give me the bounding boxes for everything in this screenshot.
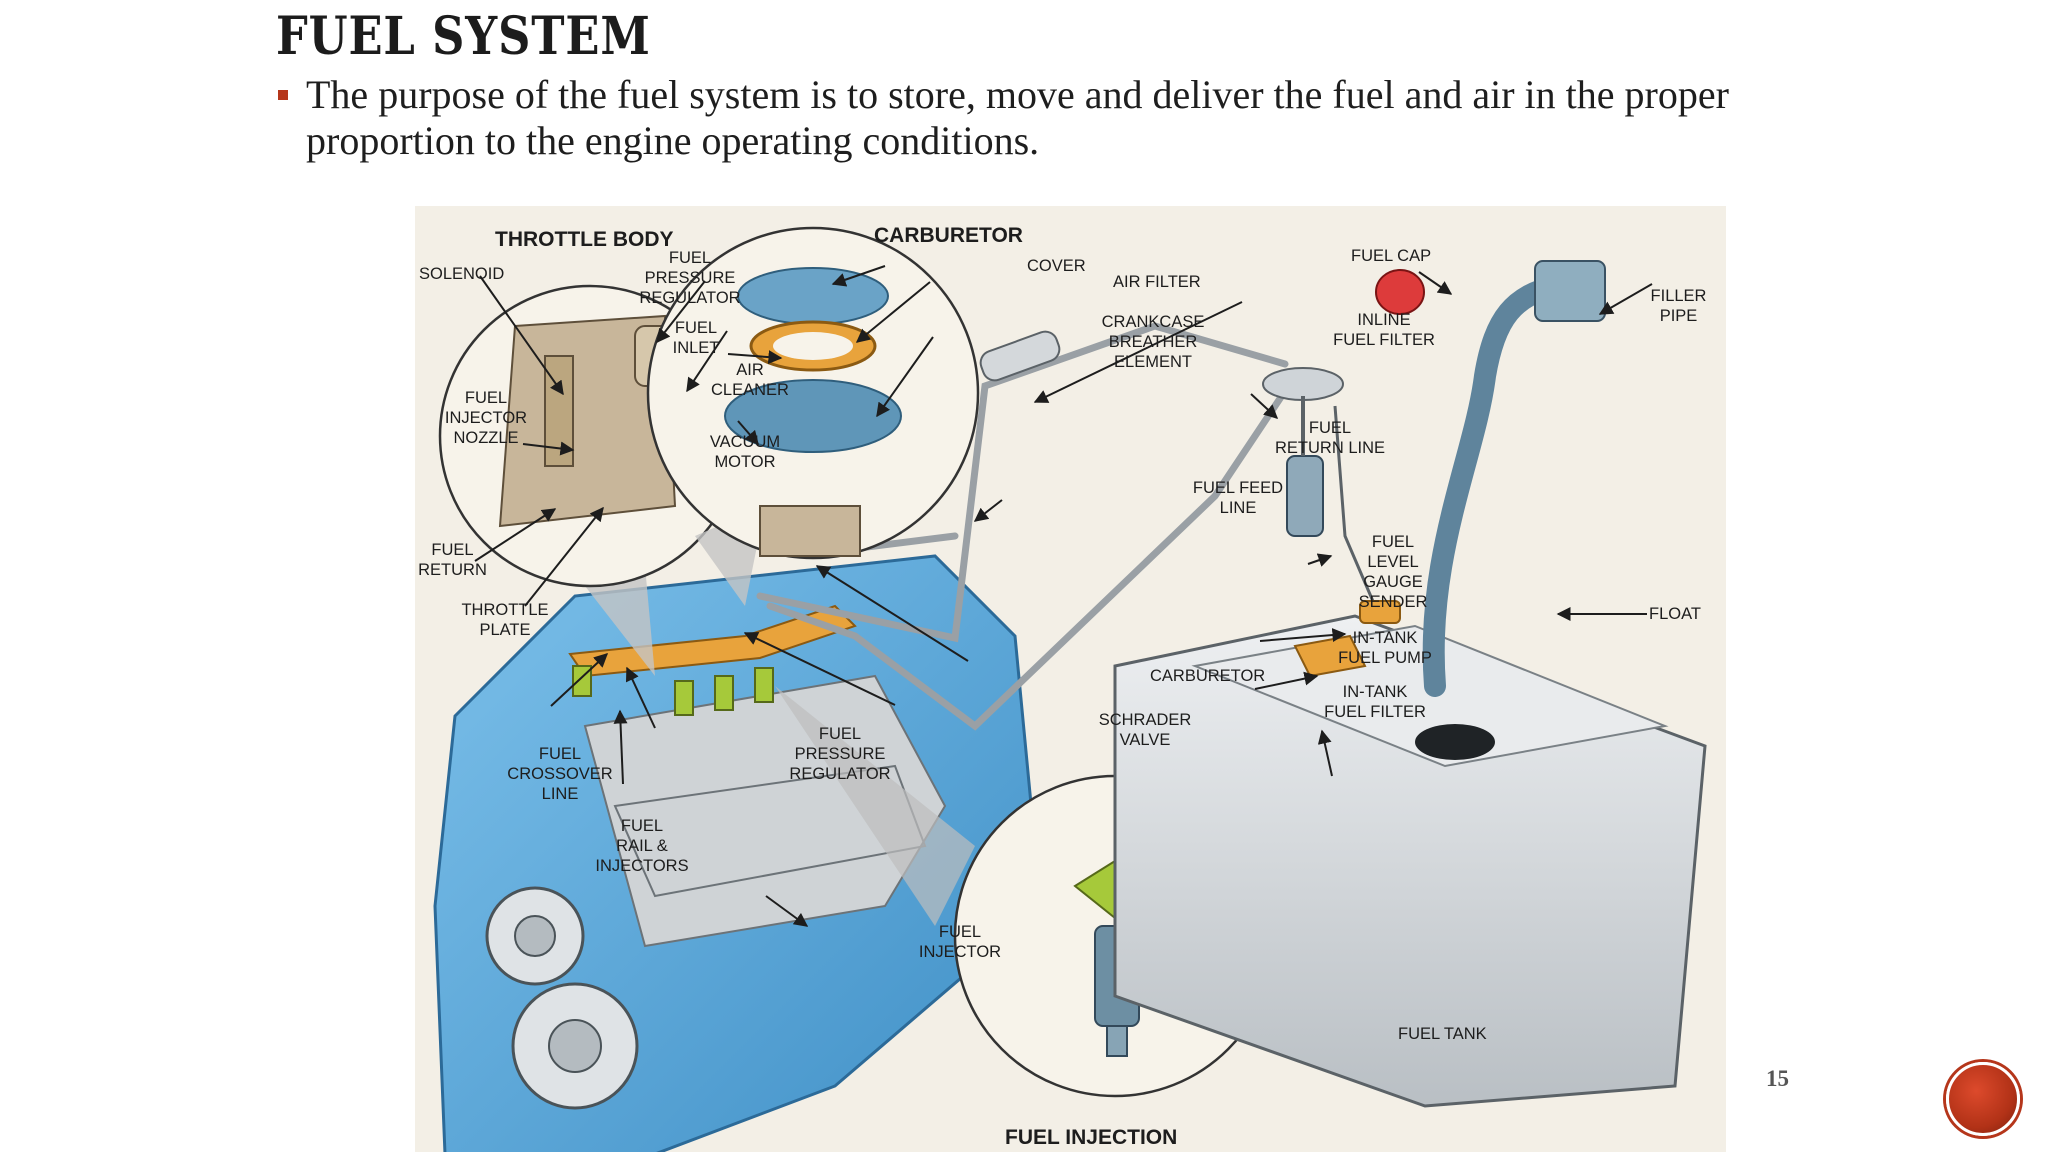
label-fuel-rail-injectors: FUEL RAIL & INJECTORS	[595, 817, 689, 875]
fuel-system-diagram: THROTTLE BODY CARBURETOR FUEL INJECTION …	[415, 206, 1726, 1152]
slide-title: FUEL SYSTEM	[276, 6, 651, 67]
page-number: 15	[1766, 1066, 1789, 1091]
label-fuel-crossover-line: FUEL CROSSOVER LINE	[507, 745, 613, 803]
bullet-row: The purpose of the fuel system is to sto…	[278, 72, 1738, 164]
inline-filter	[979, 330, 1061, 382]
label-fuel-return-line: FUEL RETURN LINE	[1274, 419, 1385, 457]
label-filler-pipe: FILLER PIPE	[1650, 287, 1707, 325]
filler-pipe	[1422, 275, 1566, 697]
label-fuel-injector-nozzle: FUEL INJECTOR NOZZLE	[444, 389, 528, 447]
corner-badge	[1946, 1062, 2020, 1136]
engine-block	[433, 554, 1037, 1152]
label-schrader-valve: SCHRADER VALVE	[1098, 711, 1192, 749]
label-float: FLOAT	[1649, 605, 1701, 623]
label-solenoid: SOLENOID	[419, 265, 505, 283]
label-inline-fuel-filter: INLINE FUEL FILTER	[1333, 311, 1435, 349]
diagram-artwork	[433, 226, 1707, 1152]
fuel-cap	[1375, 269, 1425, 315]
label-air-cleaner: AIR CLEANER	[711, 361, 789, 399]
label-fuel-tank: FUEL TANK	[1398, 1025, 1487, 1043]
label-in-tank-fuel-filter: IN-TANK FUEL FILTER	[1324, 683, 1426, 721]
fuel-rail	[568, 604, 857, 716]
label-vacuum-motor: VACUUM MOTOR	[709, 433, 781, 471]
header-carburetor: CARBURETOR	[874, 224, 1023, 247]
label-in-tank-fuel-pump: IN-TANK FUEL PUMP	[1338, 629, 1432, 667]
label-carburetor: CARBURETOR	[1150, 667, 1266, 685]
label-rail-fuel-pressure-regulator: FUEL PRESSURE REGULATOR	[789, 725, 891, 783]
bullet-text: The purpose of the fuel system is to sto…	[306, 72, 1729, 163]
label-fuel-injector: FUEL INJECTOR	[918, 923, 1002, 961]
label-fuel-level-gauge-sender: FUEL LEVEL GAUGE SENDER	[1358, 533, 1428, 611]
label-tb-fuel-pressure-regulator: FUEL PRESSURE REGULATOR	[639, 249, 741, 307]
label-fuel-inlet: FUEL INLET	[672, 319, 720, 357]
bullet-marker	[278, 90, 288, 100]
header-throttle-body: THROTTLE BODY	[495, 228, 674, 251]
label-throttle-plate: THROTTLE PLATE	[461, 601, 549, 639]
label-fuel-return: FUEL RETURN	[418, 541, 487, 579]
label-fuel-cap: FUEL CAP	[1351, 247, 1432, 265]
label-fuel-feed-line: FUEL FEED LINE	[1192, 479, 1284, 517]
in-tank-pump	[1262, 367, 1401, 678]
header-fuel-injection: FUEL INJECTION	[1005, 1126, 1178, 1149]
leader-lines	[474, 265, 1653, 927]
label-crankcase-breather: CRANKCASE BREATHER ELEMENT	[1101, 313, 1205, 371]
label-air-filter: AIR FILTER	[1113, 273, 1201, 291]
label-cover: COVER	[1027, 257, 1086, 275]
